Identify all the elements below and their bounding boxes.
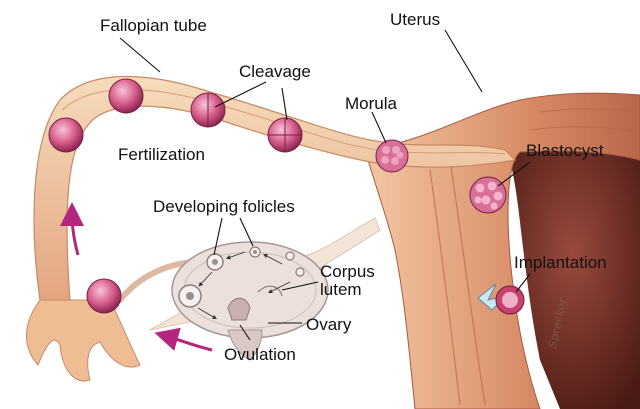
zygote (108, 78, 144, 114)
label-corpus: Corpus (320, 262, 375, 281)
label-implantation: Implantation (514, 253, 607, 272)
label-morula: Morula (345, 94, 397, 113)
implanting-embryo (477, 283, 525, 315)
label-developing-follicles: Developing folicles (153, 197, 295, 216)
label-fertilization: Fertilization (118, 145, 205, 164)
morula-cell (375, 139, 409, 173)
label-fallopian-tube: Fallopian tube (100, 16, 207, 35)
label-uterus: Uterus (390, 10, 441, 29)
label-blastocyst: Blastocyst (526, 141, 604, 160)
fertilized-egg (48, 117, 84, 153)
four-cell-stage (267, 117, 303, 153)
label-ovulation: Ovulation (224, 345, 296, 364)
egg-pickup-arrow (60, 202, 85, 256)
follicle-cycle-arrows (197, 251, 291, 320)
two-cell-stage (190, 92, 226, 128)
label-cleavage: Cleavage (239, 62, 311, 81)
blastocyst-cell (469, 176, 507, 214)
label-ovary: Ovary (306, 315, 352, 334)
uterine-cavity (505, 150, 640, 409)
uterine-wall (364, 92, 640, 409)
fimbriae (25, 299, 141, 382)
label-lutem: lutem (320, 280, 362, 299)
ovulated-egg (86, 278, 122, 314)
leader-lines (119, 29, 531, 341)
developing-follicles (178, 246, 305, 321)
ovulation-arrow (154, 327, 213, 352)
